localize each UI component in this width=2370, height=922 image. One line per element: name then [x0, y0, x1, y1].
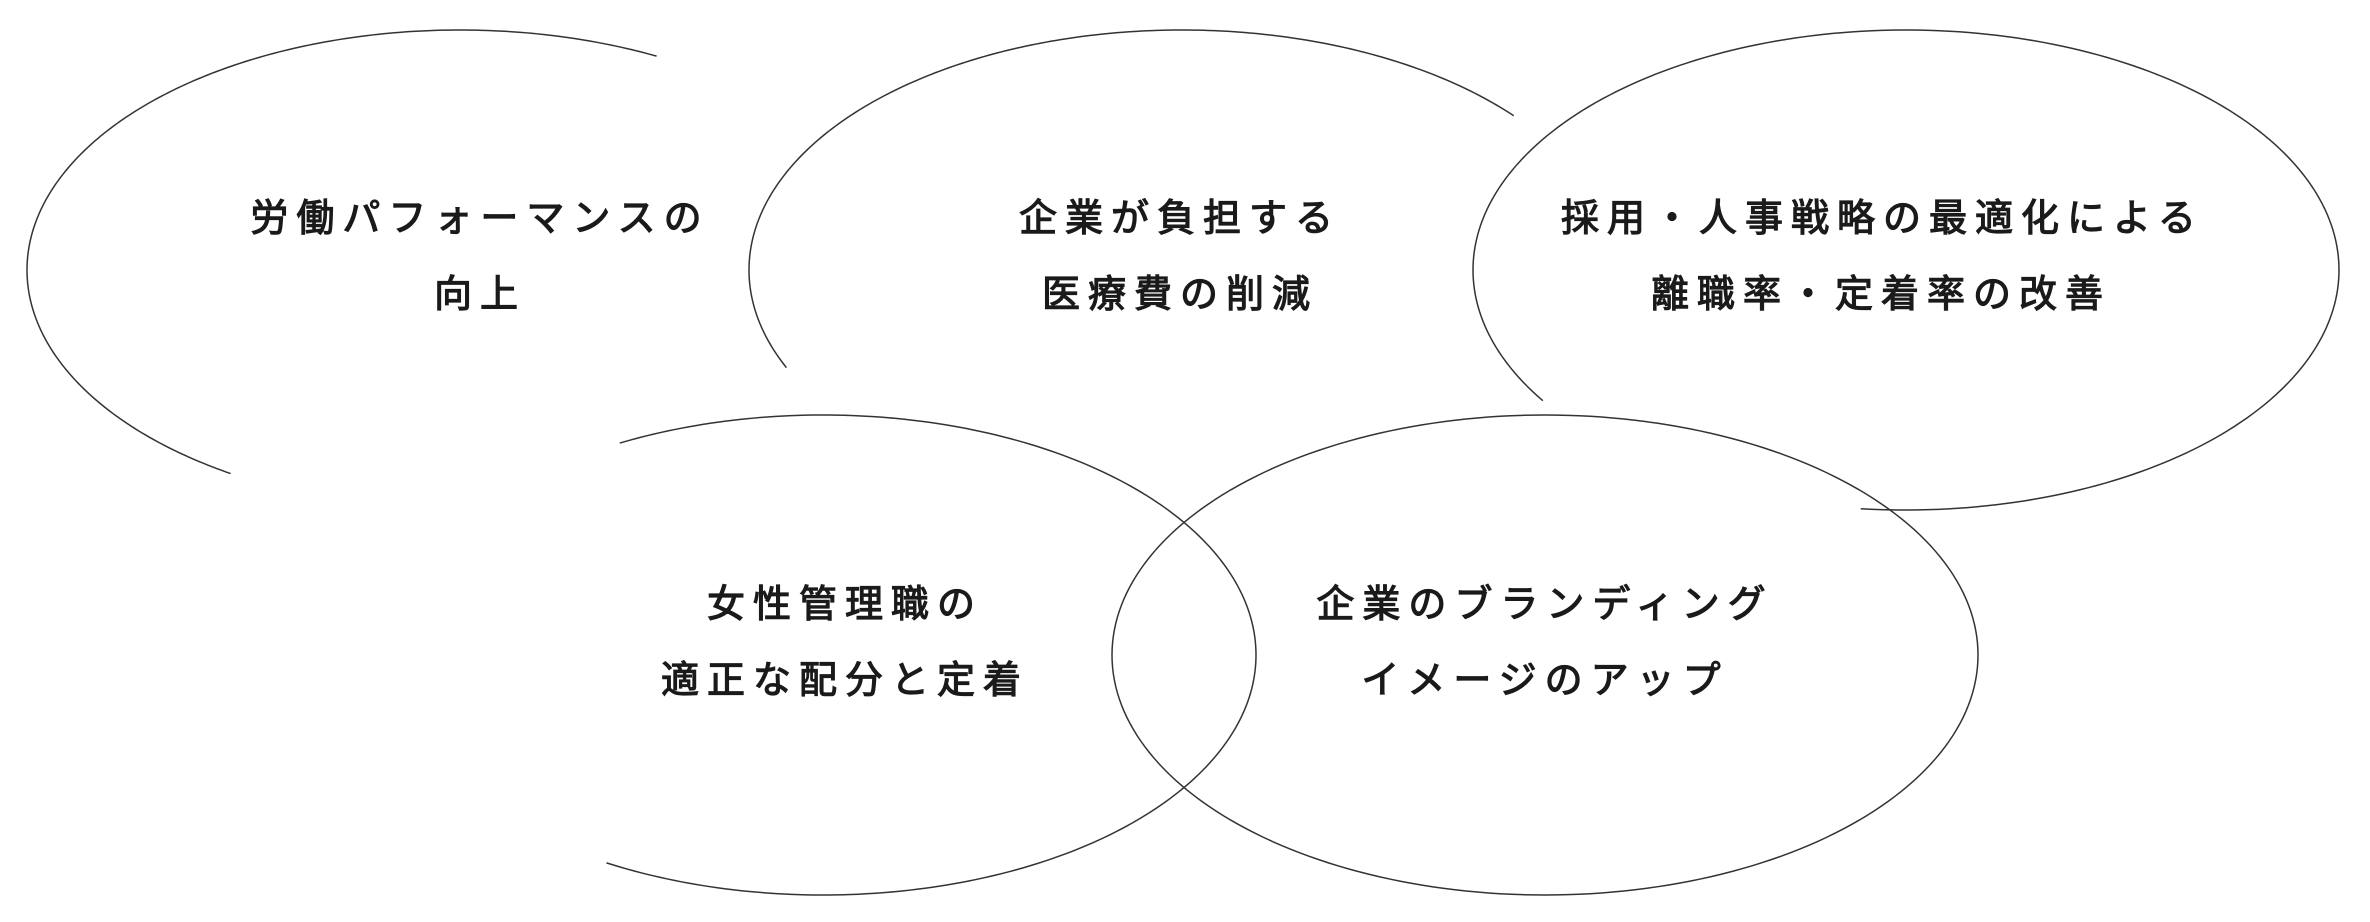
label-line: 女性管理職の [706, 581, 983, 626]
circle-label-labor-performance: 労働パフォーマンスの 向上 [160, 180, 800, 332]
ellipse-labor-performance [26, 29, 657, 475]
label-line: 向上 [433, 271, 526, 316]
label-line: 適正な配分と定着 [660, 657, 1029, 702]
label-line: 医療費の削減 [1041, 271, 1318, 316]
circle-label-hr-strategy: 採用・人事戦略の最適化による 離職率・定着率の改善 [1561, 180, 2201, 332]
ellipse-branding [1111, 414, 1979, 896]
label-line: 離職率・定着率の改善 [1650, 271, 2111, 316]
ellipse-medical-cost [748, 29, 1515, 369]
circle-label-female-managers: 女性管理職の 適正な配分と定着 [525, 566, 1165, 718]
label-line: 企業のブランディング [1316, 581, 1774, 626]
circle-label-medical-cost: 企業が負担する 医療費の削減 [860, 180, 1500, 332]
ellipse-female-managers [606, 414, 1257, 896]
label-line: イメージのアップ [1361, 657, 1729, 702]
ellipse-hr-strategy [1472, 29, 2340, 511]
label-line: 採用・人事戦略の最適化による [1561, 195, 2204, 240]
circle-label-branding: 企業のブランディング イメージのアップ [1225, 566, 1865, 718]
label-line: 労働パフォーマンスの [250, 195, 710, 240]
label-line: 企業が負担する [1018, 195, 1341, 240]
